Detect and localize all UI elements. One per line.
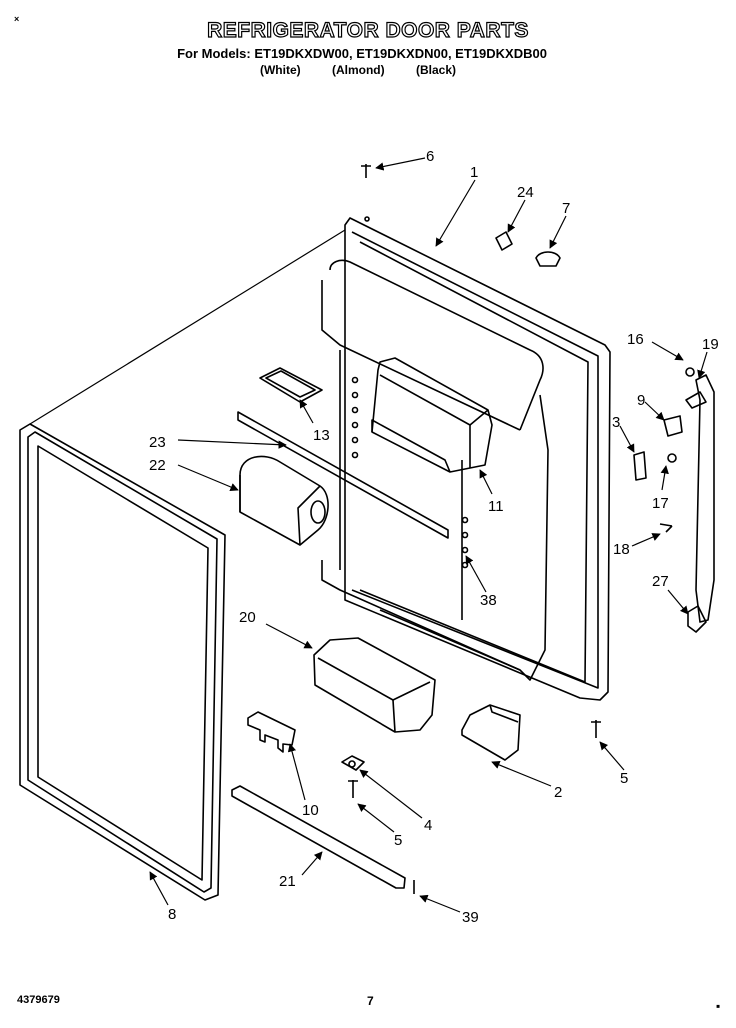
screws-part — [341, 164, 601, 894]
shelf-bin-part — [371, 357, 493, 473]
callout-labels: 6 1 24 7 16 19 9 3 17 18 27 13 23 22 11 … — [149, 148, 719, 926]
callout-18: 18 — [613, 541, 630, 558]
door-bin-part — [313, 637, 436, 733]
callout-11: 11 — [488, 498, 504, 515]
callout-3: 3 — [612, 414, 620, 431]
color-almond: (Almond) — [331, 63, 385, 77]
callout-10: 10 — [302, 802, 319, 819]
callout-8: 8 — [168, 906, 176, 923]
callout-39: 39 — [462, 909, 479, 926]
page-title: REFRIGERATOR DOOR PARTS — [206, 18, 529, 42]
door-gasket-part — [19, 229, 346, 901]
hinge-cover-part — [461, 704, 521, 761]
callout-6: 6 — [426, 148, 434, 165]
color-white: (White) — [259, 63, 301, 77]
callout-16: 16 — [627, 331, 644, 348]
callout-5-center: 5 — [394, 832, 402, 849]
plug-part — [495, 231, 513, 251]
callout-24: 24 — [517, 184, 534, 201]
callout-5-right: 5 — [620, 770, 628, 787]
callout-20: 20 — [239, 609, 256, 626]
cap-part — [535, 251, 561, 267]
models-line: For Models: ET19DKXDW00, ET19DKXDN00, ET… — [177, 46, 547, 61]
clip-part — [247, 711, 296, 753]
callout-19: 19 — [702, 336, 719, 353]
color-black: (Black) — [415, 63, 456, 77]
page-number: 7 — [367, 994, 374, 1008]
hinge-part — [633, 367, 715, 633]
callout-13: 13 — [313, 427, 330, 444]
callout-4: 4 — [424, 817, 432, 834]
callout-7: 7 — [562, 200, 570, 217]
callout-38: 38 — [480, 592, 497, 609]
callout-21: 21 — [279, 873, 296, 890]
butter-compartment-part — [239, 455, 329, 546]
callout-1: 1 — [470, 164, 478, 181]
leader-lines — [149, 157, 708, 913]
callout-17: 17 — [652, 495, 669, 512]
bottom-trim-part — [231, 785, 406, 889]
callout-22: 22 — [149, 457, 166, 474]
callout-23: 23 — [149, 434, 166, 451]
callout-9: 9 — [637, 392, 645, 409]
document-number: 4379679 — [17, 994, 60, 1006]
corner-mark-top: × — [14, 14, 20, 24]
color-line: (White) (Almond) (Black) — [0, 63, 726, 77]
callout-27: 27 — [652, 573, 669, 590]
door-liner-part — [321, 216, 611, 701]
callout-2: 2 — [554, 784, 562, 801]
corner-mark-bottom: ▪ — [716, 999, 721, 1013]
trim-strip-part — [237, 411, 449, 539]
pad-part — [259, 367, 323, 403]
